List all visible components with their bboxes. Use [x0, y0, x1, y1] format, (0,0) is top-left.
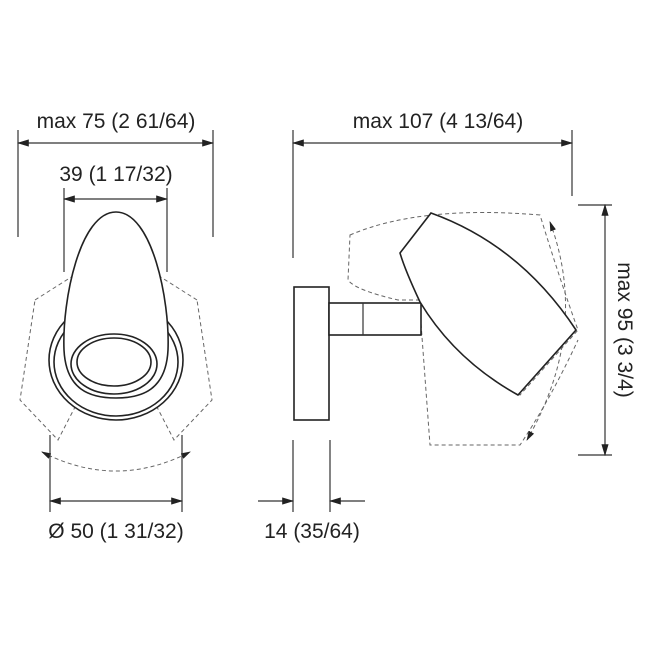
- overall-height-label: max 95 (3 3/4): [613, 262, 636, 397]
- overall-width-dimension: max 75 (2 61/64): [16, 110, 215, 237]
- plate-thickness-dimension: 14 (35/64): [258, 440, 365, 543]
- overall-depth-label: max 107 (4 13/64): [353, 110, 523, 133]
- overall-height-dimension: max 95 (3 3/4): [578, 203, 636, 457]
- overall-width-label: max 75 (2 61/64): [37, 110, 196, 133]
- overall-depth-dimension: max 107 (4 13/64): [291, 110, 574, 258]
- dashed-tilt-outline: [347, 212, 579, 446]
- wall-plate: [293, 286, 330, 421]
- head-width-label: 39 (1 17/32): [59, 163, 172, 186]
- lens-ring-inner: [76, 337, 152, 387]
- head-width-dimension: 39 (1 17/32): [59, 163, 173, 272]
- front-view: max 75 (2 61/64) 39 (1 17/32) Ø 50 (1 31…: [16, 110, 215, 543]
- base-diameter-label: Ø 50 (1 31/32): [48, 520, 183, 543]
- arm-stem: [328, 302, 422, 336]
- spotlight-head-side: [399, 212, 578, 397]
- side-view: max 107 (4 13/64) max 95 (3 3/4) 14 (35/…: [258, 110, 636, 543]
- plate-thickness-label: 14 (35/64): [264, 520, 360, 543]
- base-diameter-dimension: Ø 50 (1 31/32): [48, 435, 184, 543]
